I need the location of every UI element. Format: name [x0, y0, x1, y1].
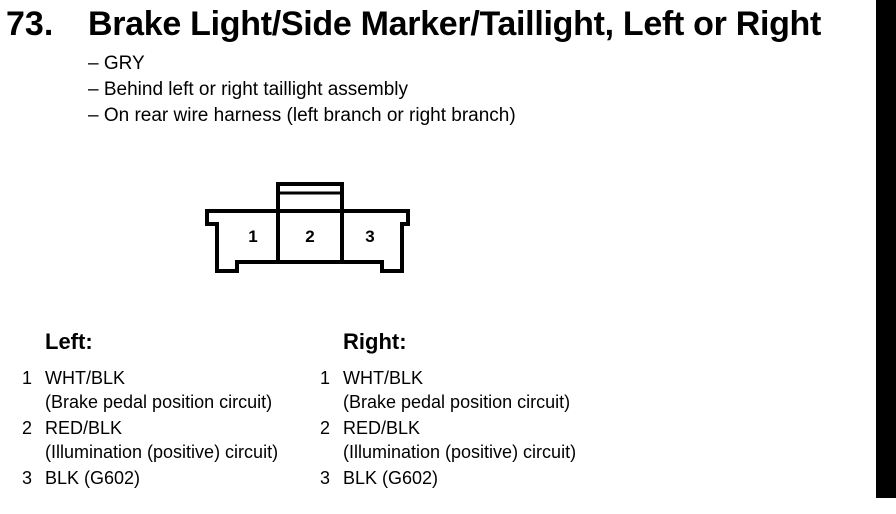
- left-pin-entry: 1 WHT/BLK (Brake pedal position circuit): [22, 366, 322, 414]
- connector-pin-cavity-2: [276, 209, 344, 264]
- connector-body-outline: [205, 209, 410, 273]
- pin-number: 3: [320, 468, 331, 488]
- wire-color: RED/BLK: [45, 418, 123, 438]
- wire-color: BLK (G602): [45, 468, 141, 488]
- pin-number: 2: [320, 418, 331, 438]
- wire-color: WHT/BLK: [343, 368, 424, 388]
- page-edge-bar: [876, 0, 896, 498]
- right-pin-entry: 2 RED/BLK (Illumination (positive) circu…: [320, 416, 620, 464]
- right-pin-entry: 3 BLK (G602): [320, 466, 620, 514]
- pin-number: 2: [22, 418, 33, 438]
- connector-pin-label-3: 3: [365, 227, 374, 246]
- page-title: Brake Light/Side Marker/Taillight, Left …: [88, 5, 822, 43]
- connector-pin-label-1: 1: [248, 227, 257, 246]
- left-heading: Left:: [45, 329, 93, 354]
- wire-color: WHT/BLK: [45, 368, 126, 388]
- circuit-description: (Illumination (positive) circuit): [45, 442, 279, 462]
- connector-diagram: 1 2 3: [205, 182, 410, 273]
- connector-pin-label-2: 2: [305, 227, 314, 246]
- connector-color: – GRY: [88, 53, 145, 74]
- circuit-description: (Brake pedal position circuit): [45, 392, 273, 412]
- connector-location: – Behind left or right taillight assembl…: [88, 79, 408, 100]
- circuit-description: (Brake pedal position circuit): [343, 392, 571, 412]
- wire-color: BLK (G602): [343, 468, 439, 488]
- pin-number: 1: [22, 368, 33, 388]
- connector-latch: [276, 182, 344, 213]
- pin-number: 1: [320, 368, 331, 388]
- wire-color: RED/BLK: [343, 418, 421, 438]
- connector-info-list: – GRY – Behind left or right taillight a…: [88, 51, 516, 129]
- connector-harness: – On rear wire harness (left branch or r…: [88, 105, 516, 126]
- right-pin-entry: 1 WHT/BLK (Brake pedal position circuit): [320, 366, 620, 414]
- left-pin-entry: 2 RED/BLK (Illumination (positive) circu…: [22, 416, 322, 464]
- right-heading: Right:: [343, 329, 407, 354]
- circuit-description: (Illumination (positive) circuit): [343, 442, 577, 462]
- section-number: 73.: [6, 5, 54, 43]
- pin-number: 3: [22, 468, 33, 488]
- left-pin-entry: 3 BLK (G602): [22, 466, 322, 514]
